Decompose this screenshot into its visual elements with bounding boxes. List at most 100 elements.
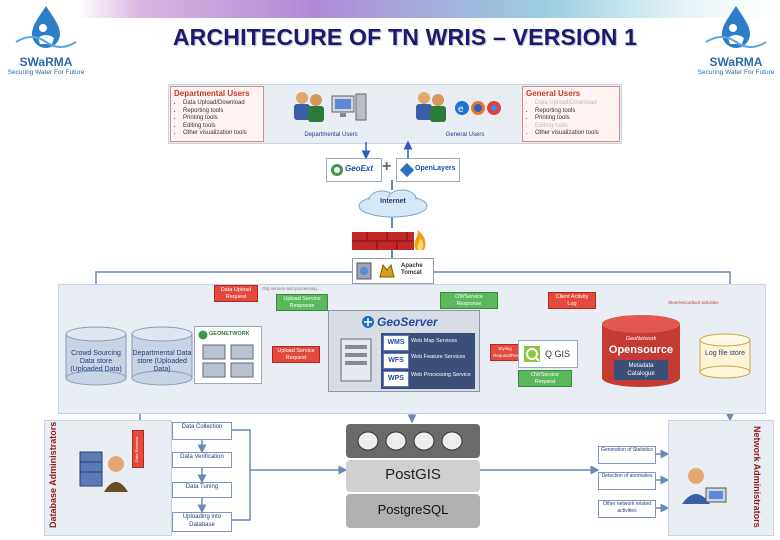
list-item: Printing tools	[535, 115, 619, 123]
swarma-logo-right: SWaRMA Securing Water For Future	[692, 2, 780, 76]
data-upload-request-label: Data Upload Request	[214, 285, 258, 302]
db-admin-person-icon	[79, 451, 128, 492]
apache-line2: Tomcat	[401, 270, 422, 276]
list-item: Editing tools	[183, 123, 263, 131]
departmental-users-heading: Departmental Users	[174, 89, 250, 98]
metadata-caption: Metadata Catalogue	[614, 360, 668, 380]
network-admin-person-icon	[682, 468, 727, 504]
server-rack-icon	[202, 344, 254, 378]
list-item: Reporting tools	[183, 108, 263, 116]
top-banner-bar	[0, 0, 780, 18]
uploading-into-database-step: Uploading into Database	[172, 512, 232, 532]
apache-label: Apache Tomcat	[401, 263, 423, 277]
postgis-database: PostGIS PostgreSQL	[346, 424, 480, 528]
apache-tomcat-server: Apache Tomcat	[352, 258, 434, 284]
apache-line1: Apache	[401, 263, 423, 269]
geoserver-box: GeoServer WMS Web Map Services WFS Web F…	[328, 310, 480, 392]
departmental-users-box: Departmental Users Data Upload/Download …	[170, 86, 264, 142]
log-file-store-icon	[699, 333, 751, 379]
data-collection-step: Data Collection	[172, 422, 232, 440]
general-users-caption: General Users	[445, 132, 485, 138]
data-verification-step: Data Verification	[172, 452, 232, 468]
geoserver-icon	[362, 316, 374, 328]
crowd-sourcing-datastore-label: Crowd Sourcing Data store (Uploaded Data…	[70, 350, 122, 373]
client-activity-log-label: Client Activity Log	[548, 292, 596, 309]
departmental-datastore-label: Departmental Data store (Uploaded Data)	[132, 350, 192, 373]
db-admin-panel	[44, 420, 172, 536]
metadata-name: Opensource	[608, 344, 674, 356]
qgis-box: Q GIS	[518, 340, 578, 368]
departmental-users-caption: Departmental Users	[304, 132, 358, 138]
water-drop-logo-icon	[705, 6, 767, 48]
general-users-list: Data Upload/Download Reporting tools Pri…	[523, 100, 619, 138]
list-item: Editing tools	[535, 123, 619, 131]
qgis-label: Q GIS	[545, 349, 571, 359]
postgresql-disk: PostgreSQL	[346, 494, 480, 528]
geonetwork-box: GEONETWORK	[194, 326, 262, 384]
departmental-users-list: Data Upload/Download Reporting tools Pri…	[171, 100, 263, 138]
geoext-label: GeoExt	[345, 164, 374, 173]
openlayers-icon	[400, 163, 414, 177]
swarma-logo-left: SWaRMA Securing Water For Future	[2, 2, 90, 76]
wfs-description: Web Feature Services	[411, 354, 466, 360]
ows-service-request-label: OWService Request	[518, 370, 572, 387]
general-users-box: General Users Data Upload/Download Repor…	[522, 86, 620, 142]
list-item: Other visualization tools	[535, 130, 619, 138]
wms-badge: WMS	[383, 335, 409, 351]
server-tower-icon	[340, 338, 372, 382]
geonetwork-icon	[198, 330, 208, 340]
logo-name: SWaRMA	[19, 55, 73, 69]
logo-tagline: Securing Water For Future	[697, 69, 775, 76]
postgis-disk: PostGIS	[346, 460, 480, 492]
wps-description: Web Processing Service	[411, 372, 471, 378]
database-top-disk	[346, 424, 480, 458]
network-admin-label: Network Administrators	[752, 426, 762, 528]
geonetwork-label: GEONETWORK	[209, 331, 250, 337]
wms-description: Web Map Services	[411, 338, 458, 344]
postgresql-label: PostgreSQL	[377, 502, 449, 517]
crowd-sourcing-datastore-icon	[65, 326, 127, 386]
log-file-store-label: Log file store	[704, 350, 746, 357]
data-tuning-step: Data Tuning	[172, 482, 232, 498]
ows-service-request-top-note: Org service and processing ...	[262, 286, 322, 291]
svg-text:e: e	[458, 104, 464, 115]
geoserver-label: GeoServer	[377, 315, 438, 329]
database-drum-icons	[357, 431, 463, 451]
list-item: Data Upload/Download	[183, 100, 263, 108]
generation-of-statistics-step: Generation of Statistics	[598, 446, 656, 464]
upload-service-response-label: Upload Service Response	[276, 294, 328, 311]
general-users-browser-icon: e	[416, 92, 501, 122]
departmental-datastore-icon	[131, 326, 193, 386]
db-admin-label: Database Administrators	[48, 421, 58, 529]
postgis-label: PostGIS	[385, 466, 441, 483]
metadata-brand: GeoNetwork	[625, 336, 657, 342]
wfs-badge: WFS	[383, 353, 409, 369]
plus-sign: +	[382, 158, 392, 175]
general-users-heading: General Users	[526, 89, 581, 98]
internet-cloud-icon	[358, 189, 428, 218]
server-icon	[356, 262, 372, 280]
departmental-users-computer-icon	[294, 92, 367, 122]
upload-service-request-label: Upload Service Request	[272, 346, 320, 363]
list-item: Data Upload/Download	[535, 100, 619, 108]
tomcat-icon	[379, 263, 395, 278]
detection-of-anomalies-step: Detection of anomalies	[598, 472, 656, 490]
page-title: ARCHITECURE OF TN WRIS – VERSION 1	[172, 24, 638, 50]
admin-notes-label: Store/recordtool activities	[668, 300, 719, 305]
openlayers-client: OpenLayers	[396, 158, 460, 182]
list-item: Reporting tools	[535, 108, 619, 116]
list-item: Other visualization tools	[183, 130, 263, 138]
styling-request-label: Styling Request/Response	[490, 344, 531, 361]
logo-tagline: Securing Water For Future	[7, 69, 85, 76]
logo-name: SWaRMA	[709, 55, 763, 69]
geoext-client: GeoExt	[326, 158, 382, 182]
other-network-activities-step: Other network related activities	[598, 500, 656, 518]
internet-label: Internet	[380, 198, 406, 205]
geoext-icon	[331, 164, 343, 176]
openlayers-label: OpenLayers	[415, 165, 456, 172]
ows-service-response-label: OWService Response	[440, 292, 498, 309]
data-retrieval-label: Data Retrieval	[132, 430, 144, 468]
list-item: Printing tools	[183, 115, 263, 123]
firewall-icon	[352, 230, 426, 250]
qgis-icon	[524, 346, 540, 362]
